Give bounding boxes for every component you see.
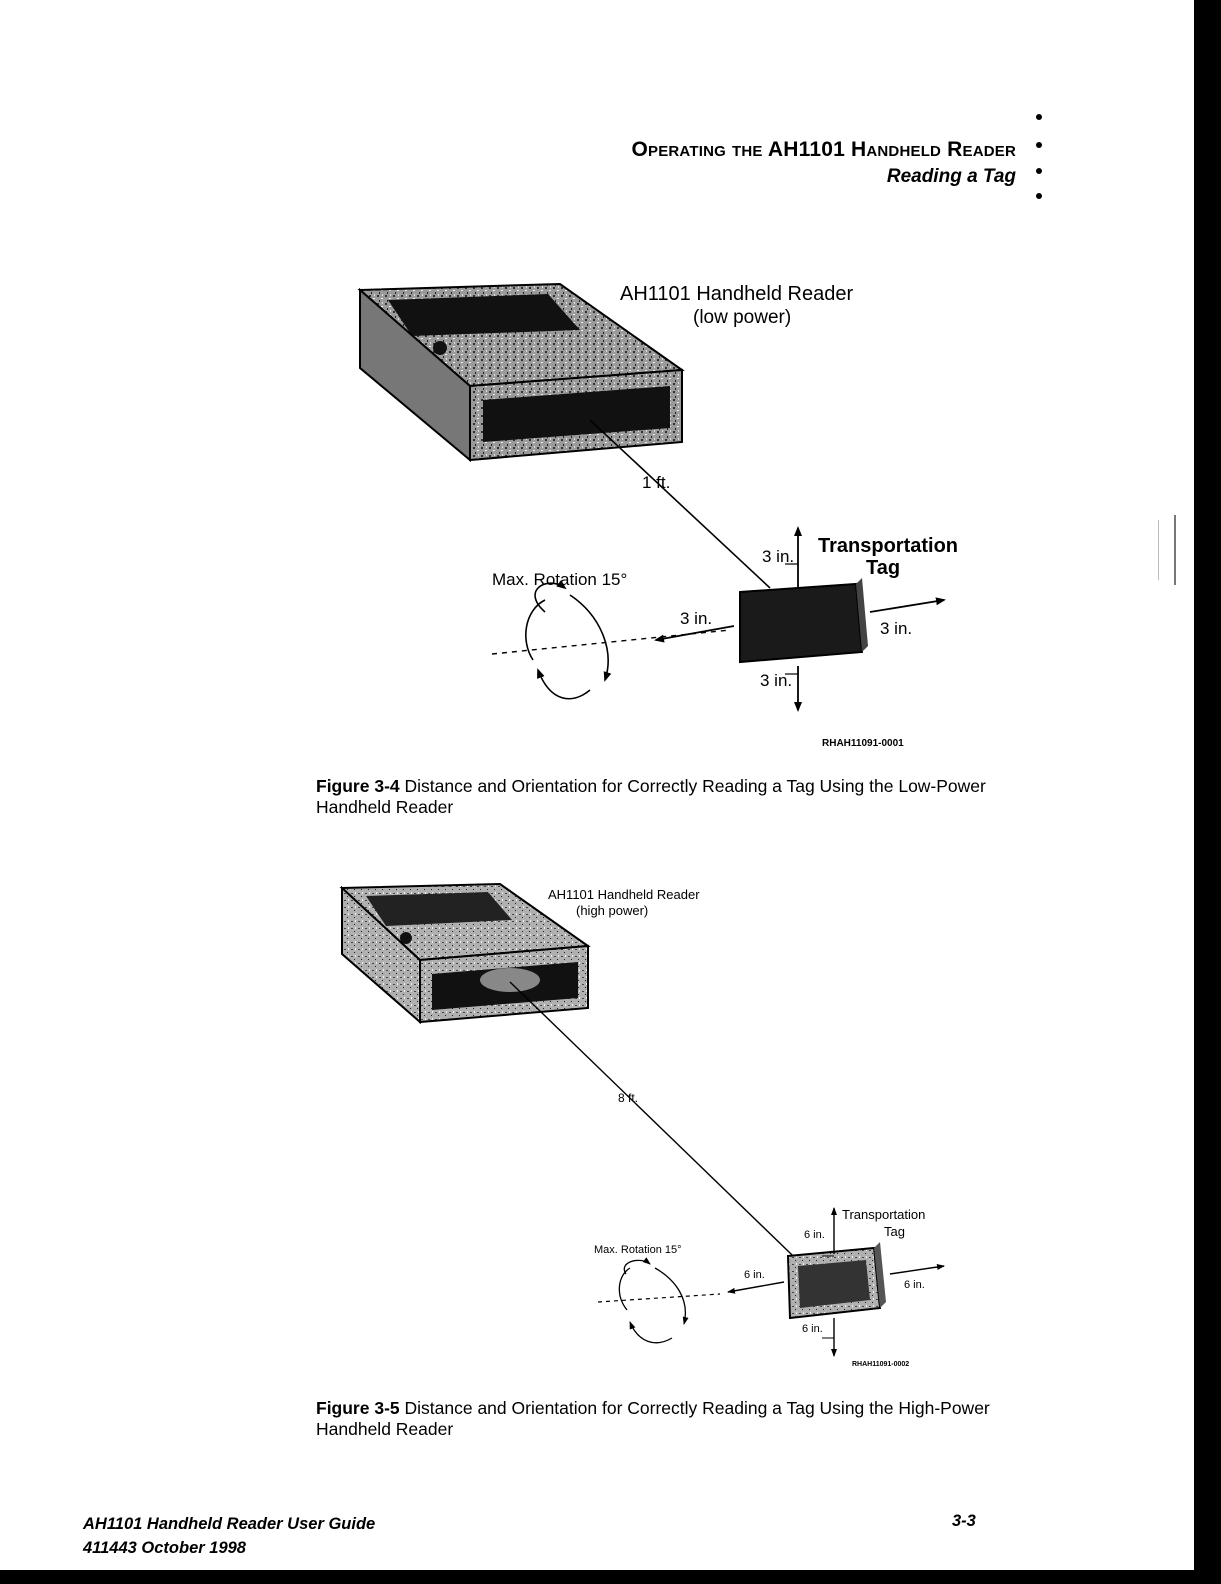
figure-code: RHAH11091-0002	[852, 1361, 909, 1368]
scan-edge-bottom	[0, 1570, 1221, 1584]
transportation-tag	[786, 1242, 886, 1320]
figure-3-5-caption: Figure 3-5 Distance and Orientation for …	[316, 1398, 996, 1440]
header-bullet	[1036, 193, 1042, 199]
left-arrow	[727, 1281, 785, 1294]
tag-label-line1: Transportation	[818, 535, 958, 557]
scan-mark	[1174, 515, 1176, 585]
scan-edge-right	[1194, 0, 1221, 1584]
figure-3-5-diagram: 8 ft. 6 in. 6 in. 6 in. 6 in. Transporta…	[339, 882, 945, 1368]
distance-label: 1 ft.	[642, 473, 670, 492]
chapter-title: Operating the AH1101 Handheld Reader	[631, 138, 1016, 161]
rotation-arc-top	[534, 579, 567, 613]
transportation-tag	[739, 578, 868, 664]
header-bullet	[1036, 142, 1042, 148]
caption-text: Distance and Orientation for Correctly R…	[316, 776, 986, 817]
up-distance: 6 in.	[804, 1229, 825, 1241]
right-distance: 6 in.	[904, 1279, 925, 1291]
right-arrow	[869, 597, 946, 613]
tag-label-line1: Transportation	[842, 1207, 925, 1222]
reader-label: AH1101 Handheld Reader	[620, 283, 853, 305]
reader-device	[357, 282, 685, 463]
reader-power: (high power)	[576, 903, 648, 918]
down-distance: 6 in.	[802, 1323, 823, 1335]
tag-label-line2: Tag	[884, 1224, 905, 1239]
scan-mark	[1158, 520, 1159, 580]
header-bullet	[1036, 114, 1042, 120]
rotation-axis	[597, 1293, 721, 1303]
reader-device	[339, 882, 591, 1025]
reader-power: (low power)	[693, 307, 791, 328]
rotation-arc-top	[623, 1257, 651, 1275]
left-distance: 6 in.	[744, 1269, 765, 1281]
footer-doc-number: 411443 October 1998	[83, 1539, 246, 1557]
rotation-label: Max. Rotation 15°	[492, 570, 627, 589]
figure-number: Figure 3-4	[316, 776, 400, 796]
down-distance: 3 in.	[760, 671, 792, 690]
page-number: 3-3	[952, 1512, 976, 1530]
rotation-arc-bottom	[537, 668, 591, 700]
distance-line	[509, 981, 821, 1283]
distance-label: 8 ft.	[618, 1091, 638, 1105]
section-title: Reading a Tag	[886, 166, 1016, 187]
tag-label-line2: Tag	[866, 557, 900, 579]
reader-label: AH1101 Handheld Reader	[548, 887, 700, 902]
right-arrow	[889, 1264, 945, 1275]
figure-3-4-caption: Figure 3-4 Distance and Orientation for …	[316, 776, 996, 818]
caption-text: Distance and Orientation for Correctly R…	[316, 1398, 990, 1439]
distance-line	[589, 419, 771, 589]
figure-code: RHAH11091-0001	[822, 738, 904, 749]
figure-number: Figure 3-5	[316, 1398, 400, 1418]
left-distance: 3 in.	[680, 609, 712, 628]
figure-3-4-diagram: 1 ft. 3 in. 3 in. 3 in. 3 in. Transporta…	[357, 282, 958, 749]
header-bullet	[1036, 168, 1042, 174]
up-distance: 3 in.	[762, 547, 794, 566]
footer-guide-title: AH1101 Handheld Reader User Guide	[83, 1515, 376, 1533]
right-distance: 3 in.	[880, 619, 912, 638]
rotation-label: Max. Rotation 15°	[594, 1244, 682, 1256]
footer-guide: AH1101 Handheld Reader User Guide 411443…	[83, 1512, 375, 1560]
rotation-arc-bottom	[629, 1321, 673, 1344]
